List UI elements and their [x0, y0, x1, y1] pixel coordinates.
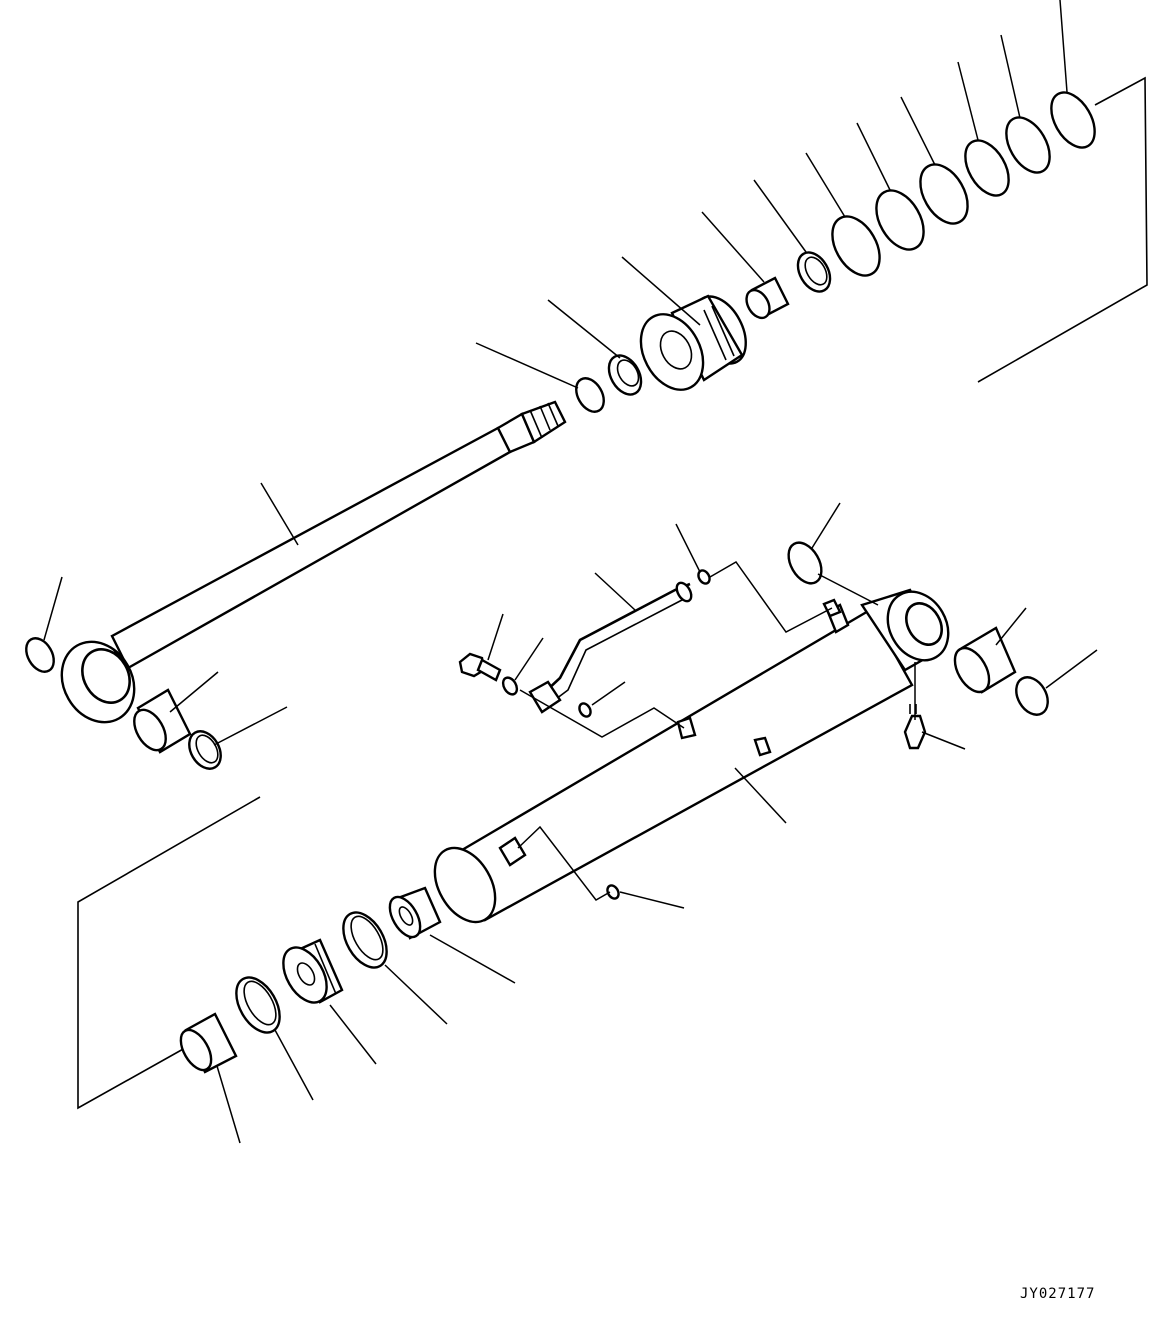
ring-upper-9	[1042, 85, 1103, 155]
ring-rod-end-left	[21, 633, 60, 676]
leader-lines	[44, 0, 1097, 1143]
ring-upper-2	[602, 350, 647, 400]
ring-upper-3	[791, 247, 836, 297]
bolt	[460, 654, 500, 680]
piston-rod	[48, 402, 565, 735]
bushing-upper	[742, 278, 788, 322]
ring-upper-7	[956, 133, 1017, 203]
piston-nut-collar	[384, 888, 440, 942]
bushing-tube-end	[948, 628, 1015, 698]
o-ring-pipe-top	[696, 568, 712, 585]
ring-lower-2	[227, 970, 288, 1040]
bushing-lower	[175, 1014, 236, 1075]
ring-lower-1	[334, 905, 395, 975]
ring-upper-4	[823, 208, 890, 283]
cylinder-head	[628, 288, 756, 401]
o-ring-tube-port	[605, 883, 621, 900]
ring-upper-2-inner	[613, 356, 643, 389]
ring-upper-5	[867, 182, 934, 257]
washer	[500, 675, 519, 697]
upper-group-bracket	[978, 78, 1147, 382]
ring-upper-8	[997, 110, 1058, 180]
bushing-rod-end	[128, 690, 190, 756]
figure-reference-code: JY027177	[1020, 1286, 1096, 1302]
ring-tube-end	[782, 537, 828, 589]
ring-tube-end-right	[1010, 672, 1054, 721]
piston	[274, 940, 342, 1010]
lower-group-bracket	[78, 797, 260, 1108]
o-ring-pipe-bottom	[577, 701, 593, 718]
pipe-assembly	[530, 580, 694, 712]
grease-fitting	[905, 704, 925, 748]
ring-upper-6	[911, 156, 978, 231]
ring-lower-1-inner	[345, 911, 390, 965]
ring-upper-1	[571, 373, 610, 416]
ring-lower-2-inner	[238, 976, 283, 1030]
ring-upper-3-inner	[801, 254, 832, 289]
cylinder-tube	[422, 581, 960, 933]
